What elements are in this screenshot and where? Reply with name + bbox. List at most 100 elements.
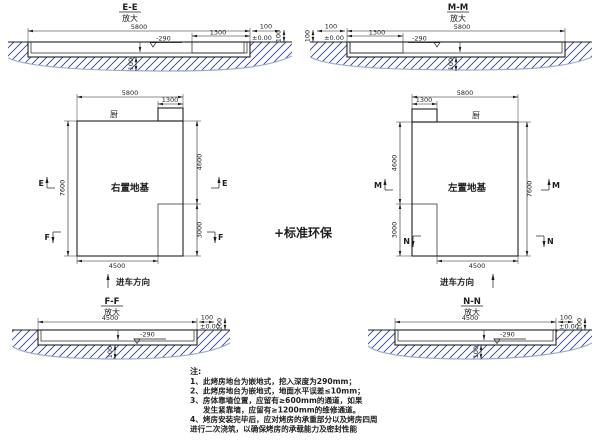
dim-lower: 3000 [196, 222, 204, 239]
drive-direction: 进车方向 [106, 273, 150, 288]
plan-right-base: 厨 右置地基 5800 1300 7600 4600 3000 4500 E [39, 89, 227, 288]
cut-marker-e-left: E [39, 176, 55, 189]
cut-marker-m-left: M [374, 178, 393, 191]
kitchen-tab-outline [157, 107, 184, 122]
section-title: E-E [122, 3, 137, 13]
dim-bottom: 4500 [469, 262, 486, 270]
dim-edge: 100 [560, 314, 572, 322]
note-line: 3、房体靠墙位置，应留有≥600mm的通道，如果 [190, 395, 363, 405]
direction-label: 进车方向 [116, 277, 150, 288]
ground-surface-line [7, 55, 293, 72]
level-zero: ±0.00 [252, 34, 272, 42]
dim-slab: 100 [127, 58, 135, 70]
cut-marker-f-left: F [45, 231, 61, 244]
foundation-outline [411, 121, 519, 257]
dimensions: 5800 1300 7600 4600 3000 4500 [59, 89, 204, 270]
level-flag-icon [149, 42, 157, 48]
dim-notch: 1300 [369, 29, 386, 37]
tray-cavity [40, 329, 195, 342]
dim-height: 100 [216, 318, 224, 330]
magnify-label: 放大 [450, 13, 466, 23]
cut-marker-m-right: M [541, 178, 560, 191]
dim-width: 5800 [457, 89, 474, 97]
dimensions: 4500 100 ±0.00 100 -290 100 [37, 314, 227, 360]
note-line: 进行二次浇筑，以确保烤房的承载能力及密封性能 [190, 424, 357, 434]
level-floor: -290 [412, 35, 427, 43]
standard-eco-label: +标准环保 [274, 225, 333, 240]
dim-bottom: 4500 [109, 262, 126, 270]
dimensions: 5800 1300 100 ±0.00 100 -290 100 [27, 23, 286, 72]
plan-label: 左置地基 [447, 182, 487, 194]
dim-edge: 100 [260, 23, 272, 31]
cut-letter: E [39, 179, 44, 188]
ground-surface-line [367, 342, 593, 360]
dim-upper: 4600 [391, 155, 399, 172]
level-floor: -290 [500, 331, 515, 339]
dim-width: 5800 [454, 23, 471, 31]
kitchen-label: 厨 [472, 111, 480, 120]
dimensions: 5800 1300 100 ±0.00 100 -290 100 [304, 23, 566, 72]
level-floor: -290 [140, 331, 155, 339]
direction-label: 进车方向 [440, 277, 474, 288]
dim-width: 4500 [102, 314, 119, 322]
plan-label: 右置地基 [110, 182, 150, 194]
dim-edge: 100 [325, 23, 337, 31]
level-flag-icon [493, 338, 501, 345]
dim-slab: 100 [106, 346, 114, 358]
cut-letter: F [218, 233, 223, 242]
foundation-outline [76, 120, 184, 257]
notes-title: 注: [190, 366, 201, 376]
section-view-ee: E-E 放大 5800 1300 100 ±0.00 100 -290 100 [7, 3, 293, 72]
ground-hatch [12, 330, 230, 359]
dim-kitchen-width: 1300 [162, 96, 179, 104]
ramp-area-outline [411, 203, 438, 257]
ground-hatch [310, 42, 592, 70]
dim-height: 100 [304, 30, 312, 42]
cut-letter: N [547, 237, 554, 246]
tray-cavity [397, 329, 554, 342]
cut-marker-n-right: N [536, 235, 554, 248]
ground-surface-line [309, 56, 593, 71]
kitchen-step [191, 41, 245, 54]
section-title: M-M [448, 3, 468, 13]
section-title: F-F [105, 297, 120, 307]
kitchen-step [349, 41, 404, 54]
dim-kitchen-width: 1300 [416, 96, 433, 104]
tray-outline [27, 41, 251, 58]
tray-outline [37, 329, 198, 346]
ground-hatch [8, 42, 292, 71]
cut-letter: M [374, 181, 382, 190]
section-view-nn: N-N 放大 4500 100 ±0.00 100 -290 100 [367, 297, 593, 360]
magnify-label: 放大 [122, 13, 138, 23]
dim-width: 4500 [462, 314, 479, 322]
level-zero: ±0.00 [200, 323, 220, 331]
section-title: N-N [463, 297, 481, 307]
level-flag-icon [133, 338, 141, 345]
note-line: 1、此烤房地台为嵌地式，挖入深度为290mm； [190, 376, 356, 387]
ground-surface-line [11, 342, 231, 360]
dim-lower: 3000 [391, 222, 399, 239]
level-zero: ±0.00 [324, 34, 344, 42]
note-line: 4、烤房安装完毕后，应对烤房的承重部分以及烤房四周 [190, 414, 378, 424]
dim-height: 7600 [59, 180, 67, 197]
cut-marker-f-right: F [207, 231, 223, 244]
cut-letter: N [403, 237, 410, 246]
notes-block: 注: 1、此烤房地台为嵌地式，挖入深度为290mm； 2、此烤房地台为嵌地式，地… [190, 366, 378, 434]
dim-width: 5800 [131, 23, 148, 31]
dimensions: 4500 100 ±0.00 100 -290 100 [394, 314, 587, 360]
tray-outline [394, 329, 557, 346]
dim-slab: 100 [472, 346, 480, 358]
level-floor: -290 [156, 35, 171, 43]
level-zero: ±0.00 [559, 323, 579, 331]
cut-letter: F [45, 233, 50, 242]
tray-outline [346, 41, 566, 58]
ramp-area-outline [157, 203, 184, 257]
dim-edge: 100 [201, 314, 213, 322]
level-flag-icon [433, 42, 441, 48]
magnify-label: 放大 [104, 307, 120, 317]
tray-cavity [30, 41, 248, 54]
plan-left-base: 厨 左置地基 5800 1300 4600 3000 7600 4500 M [374, 89, 560, 288]
note-line: 发生紧靠墙，应留有≥1200mm的维修通道。 [202, 405, 360, 415]
